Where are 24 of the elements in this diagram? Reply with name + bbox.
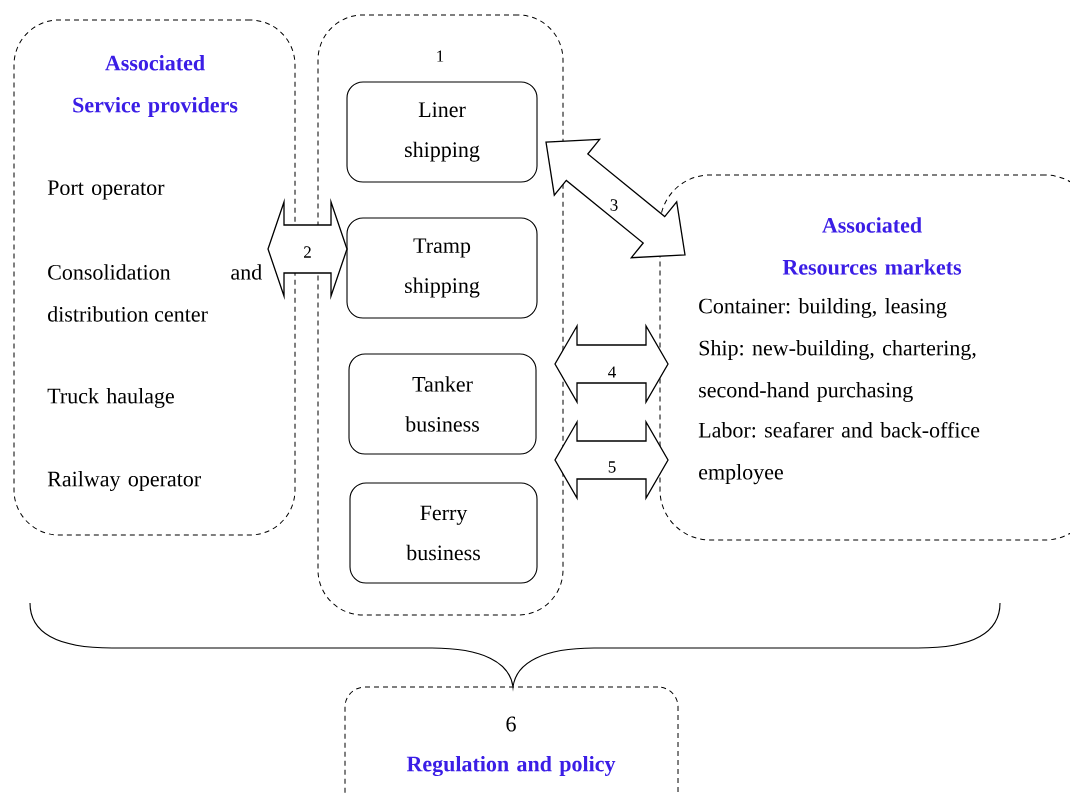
- edge-label: 5: [606, 460, 618, 474]
- group-heading: Associated Service providers: [73, 55, 238, 117]
- edge-label: 3: [608, 198, 620, 212]
- list-item: Railway operator: [47, 471, 201, 491]
- edge-label: 2: [302, 245, 313, 259]
- process-box: Liner shipping: [346, 81, 538, 183]
- list-item: Truck haulage: [47, 388, 174, 408]
- process-box: Tanker business: [348, 353, 537, 455]
- list-item: Ship: new-building, chartering, second-hand purchasing: [699, 340, 976, 402]
- group-number: 1: [437, 50, 444, 62]
- double-block-arrow: [554, 419, 669, 501]
- group-number: 6: [506, 716, 516, 732]
- process-box: Tramp shipping: [346, 217, 538, 319]
- edge-label: 4: [606, 365, 618, 379]
- double-block-arrow: [545, 138, 686, 259]
- double-block-arrow: [554, 323, 669, 405]
- list-item: Container: building, leasing: [699, 298, 947, 318]
- group-heading: Associated Resources markets: [782, 217, 962, 275]
- list-item: Port operator: [47, 180, 165, 200]
- double-block-arrow: [267, 198, 348, 300]
- list-item: Labor: seafarer and back-office employee: [698, 421, 980, 485]
- group-heading: Regulation and policy: [406, 755, 616, 777]
- process-box: Ferry business: [349, 482, 538, 584]
- list-item: Consolidation and distribution center: [48, 264, 262, 322]
